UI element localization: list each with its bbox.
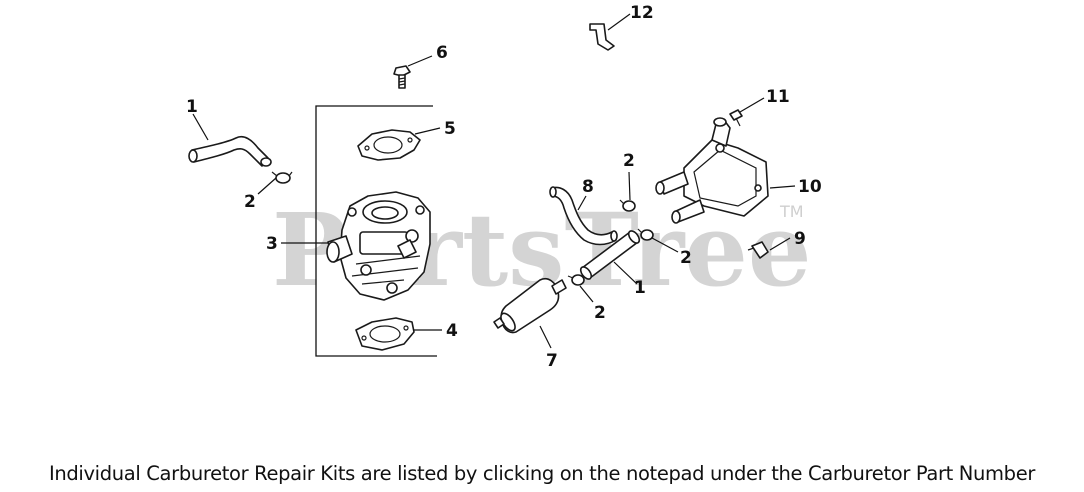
callout-numbers: 1 2 3 4 5 6 7 8 2 2 2 1 9 10 11 12: [186, 3, 822, 371]
leader-lines: [192, 13, 796, 349]
callout-2-clamp-right: 2: [680, 248, 692, 268]
part-bolt[interactable]: [393, 65, 411, 89]
callout-11-screw: 11: [766, 87, 790, 107]
callout-1-elbow-hose: 1: [186, 97, 198, 117]
callout-10-fuel-pump: 10: [798, 177, 822, 197]
callout-3-carburetor: 3: [266, 234, 278, 254]
part-carburetor[interactable]: [326, 191, 431, 301]
group-bracket: [315, 105, 437, 357]
callout-8-curved-hose: 8: [582, 177, 594, 197]
callout-2-clamp-bottom: 2: [594, 303, 606, 323]
part-hose-clamp-2[interactable]: [619, 199, 636, 212]
callout-7-fuel-filter: 7: [546, 351, 558, 371]
part-fuel-hose-straight[interactable]: [579, 229, 642, 281]
part-retainer-clip[interactable]: [589, 23, 615, 51]
part-fuel-hose-curved[interactable]: [549, 186, 618, 246]
part-gasket-bottom[interactable]: [355, 317, 415, 351]
caption-text: Individual Carburetor Repair Kits are li…: [48, 462, 1036, 485]
part-hose-clamp-3[interactable]: [637, 228, 654, 241]
part-hose-clamp-1[interactable]: [271, 171, 293, 184]
part-fuel-pump[interactable]: [655, 117, 769, 224]
watermark-tm: TM: [779, 202, 804, 221]
part-hose-clamp-4[interactable]: [567, 274, 585, 286]
callout-6-bolt: 6: [436, 43, 448, 63]
part-screw[interactable]: [729, 109, 743, 127]
callout-2-clamp-top: 2: [623, 151, 635, 171]
callout-9-clip: 9: [794, 229, 806, 249]
part-fuel-hose-elbow[interactable]: [188, 135, 272, 167]
callout-2-clamp-left: 2: [244, 192, 256, 212]
part-fuel-filter[interactable]: [493, 277, 567, 334]
part-clip[interactable]: [747, 241, 769, 259]
callout-5-gasket-top: 5: [444, 119, 456, 139]
callout-4-gasket-bottom: 4: [446, 321, 458, 341]
part-gasket-top[interactable]: [357, 129, 421, 161]
callout-1-straight-hose: 1: [634, 278, 646, 298]
callout-12-retainer-clip: 12: [630, 3, 654, 23]
